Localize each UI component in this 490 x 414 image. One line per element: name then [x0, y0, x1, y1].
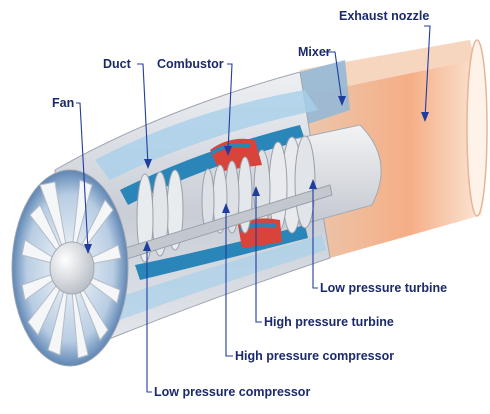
leader-mixer — [324, 51, 343, 103]
label-low-pressure-turbine: Low pressure turbine — [320, 281, 448, 295]
lp-compressor-stages — [136, 169, 184, 263]
label-duct: Duct — [103, 57, 131, 71]
label-low-pressure-compressor: Low pressure compressor — [154, 385, 311, 399]
leader-exhaust-nozzle — [424, 25, 431, 119]
label-combustor: Combustor — [157, 57, 224, 71]
leader-hp-compressor — [225, 207, 233, 357]
leader-arrowheads — [84, 96, 429, 254]
label-high-pressure-turbine: High pressure turbine — [264, 315, 394, 329]
label-mixer: Mixer — [298, 45, 331, 59]
label-fan: Fan — [52, 96, 75, 110]
combustor-shape — [210, 138, 282, 248]
leader-fan — [76, 102, 89, 251]
label-exhaust-nozzle: Exhaust nozzle — [339, 9, 430, 23]
leader-combustor — [227, 63, 233, 153]
leader-duct — [137, 63, 149, 166]
leader-hp-turbine — [255, 190, 262, 323]
leader-lines — [76, 25, 431, 393]
leader-lp-turbine — [312, 183, 318, 289]
label-high-pressure-compressor: High pressure compressor — [235, 349, 395, 363]
leader-lp-compressor — [146, 245, 152, 393]
fan-shape — [11, 169, 129, 367]
